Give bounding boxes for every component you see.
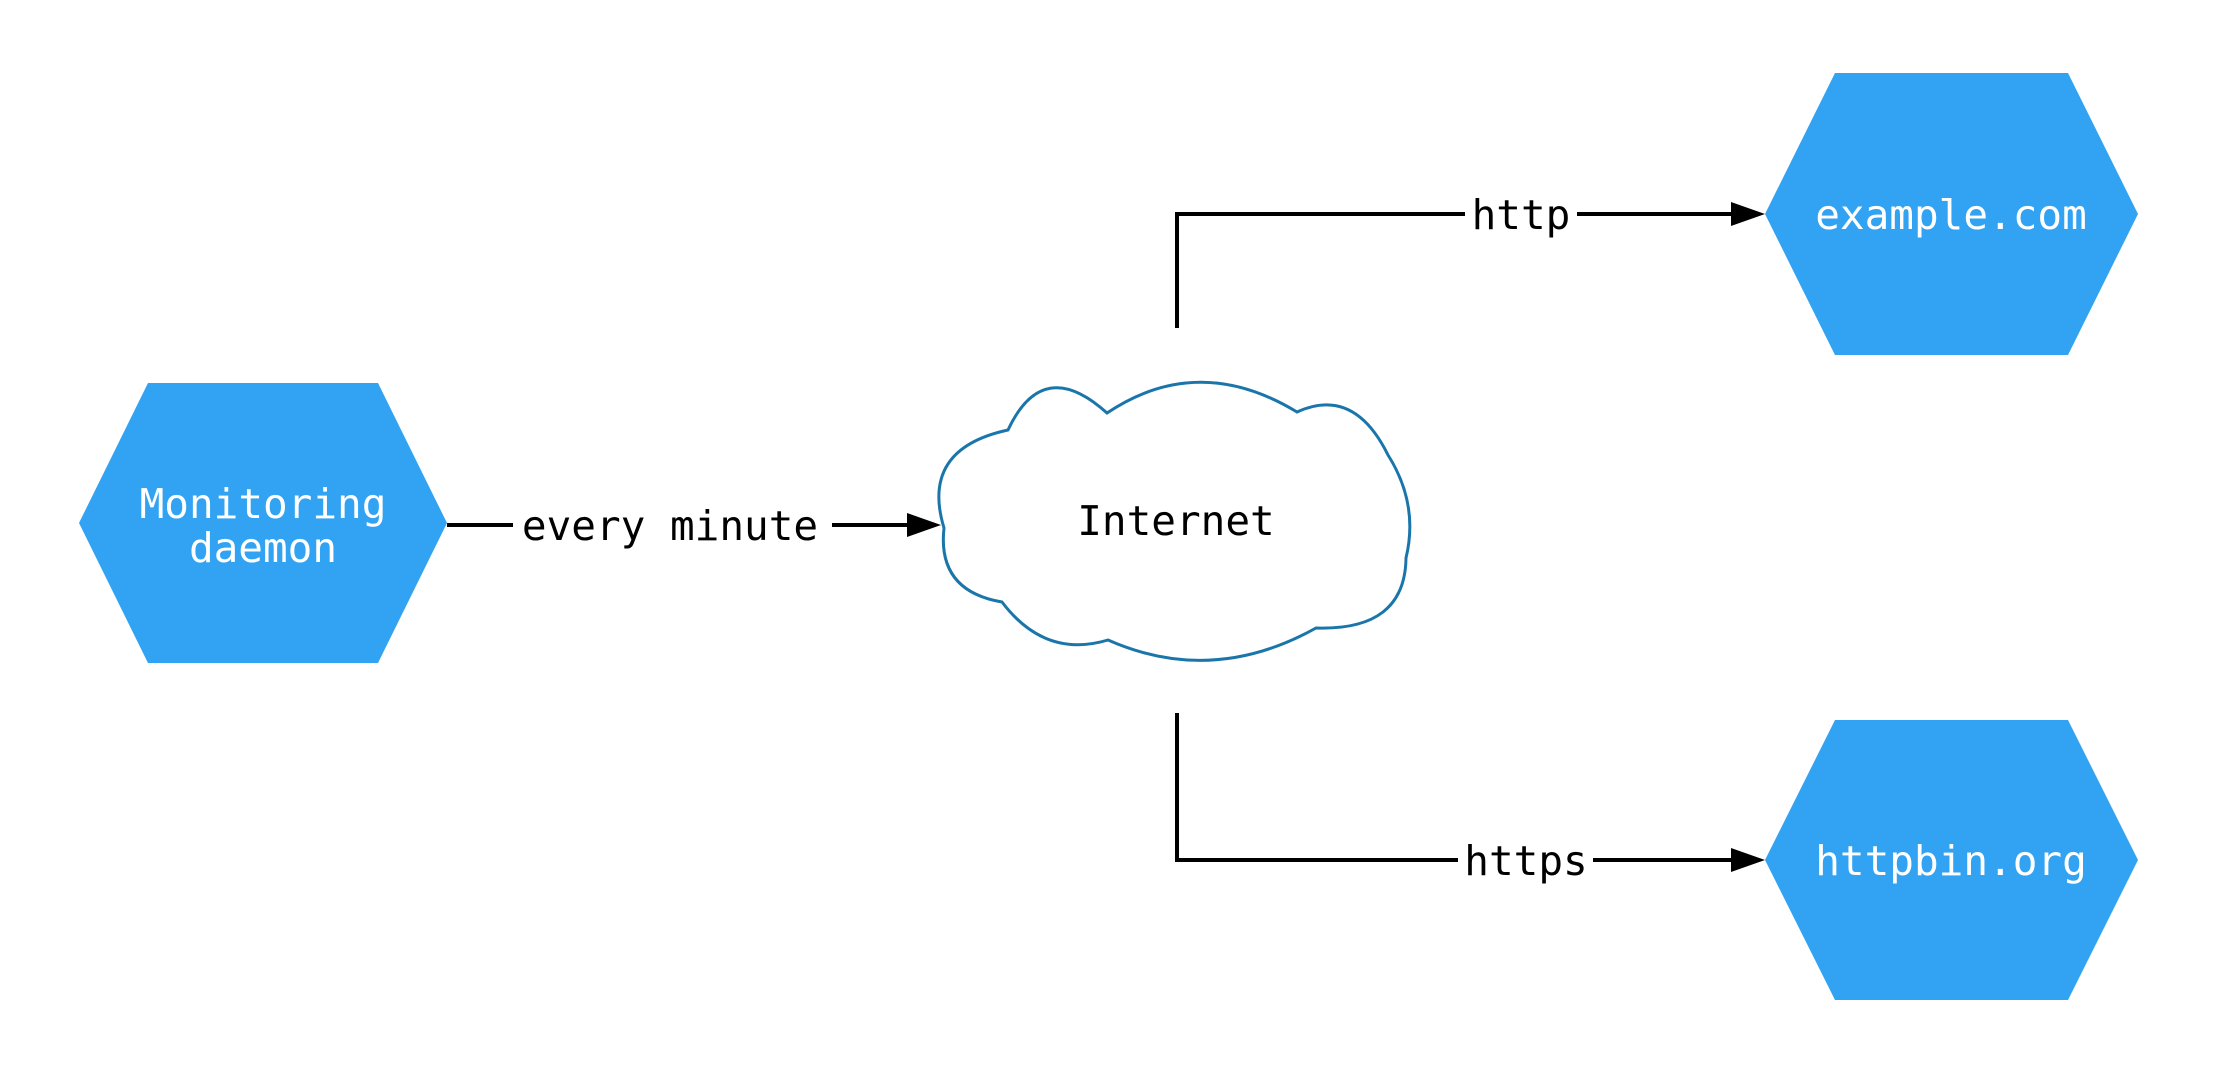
monitoring-daemon-hexagon — [79, 383, 447, 663]
edge-label-every-minute: every minute — [522, 502, 818, 550]
internet-label: Internet — [1077, 497, 1274, 545]
httpbin-org-hexagon — [1765, 720, 2138, 1000]
node-monitoring-daemon: Monitoring daemon — [79, 383, 447, 663]
arrowhead-to-example-com — [1731, 202, 1765, 226]
edge-label-https: https — [1464, 837, 1587, 885]
httpbin-org-label: httpbin.org — [1815, 837, 2087, 885]
edge-http: http — [1175, 191, 1765, 328]
arrowhead-to-internet — [907, 513, 941, 537]
internet-cloud-shape — [937, 380, 1412, 662]
node-internet: Internet — [937, 380, 1412, 662]
edge-label-http: http — [1472, 191, 1571, 239]
monitoring-daemon-label-line2: daemon — [189, 524, 337, 572]
edge-https-line — [1175, 713, 1731, 862]
arrowhead-to-httpbin-org — [1731, 848, 1765, 872]
node-httpbin-org: httpbin.org — [1765, 720, 2138, 1000]
edge-http-line — [1175, 212, 1731, 328]
monitoring-daemon-label-line1: Monitoring — [140, 480, 387, 528]
node-example-com: example.com — [1765, 73, 2138, 355]
example-com-hexagon — [1765, 73, 2138, 355]
edge-every-minute: every minute — [447, 502, 941, 550]
example-com-label: example.com — [1815, 191, 2087, 239]
edge-https: https — [1175, 713, 1765, 885]
